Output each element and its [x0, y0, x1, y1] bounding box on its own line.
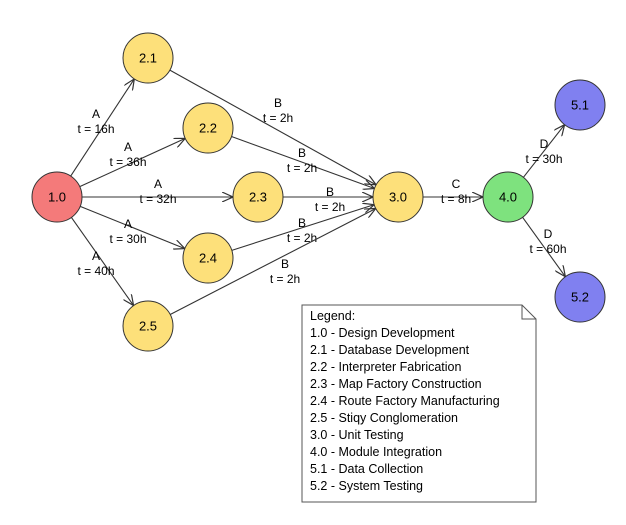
edge-activity-label: B	[298, 216, 306, 230]
node-circle	[122, 300, 174, 352]
node-label: 1.0	[48, 190, 66, 205]
legend-entry: 2.1 - Database Development	[310, 343, 470, 357]
edge-1.0-to-2.2	[79, 138, 186, 188]
node-1-0: 1.0	[31, 171, 83, 223]
legend-entries: 1.0 - Design Development 2.1 - Database D…	[310, 326, 500, 493]
node-label: 2.4	[199, 251, 217, 266]
edge-duration-label: t = 2h	[315, 200, 345, 214]
node-2-2: 2.2	[182, 102, 234, 154]
node-circle	[182, 102, 234, 154]
legend-fold	[521, 305, 536, 320]
node-circle	[31, 171, 83, 223]
legend-entry: 2.4 - Route Factory Manufacturing	[310, 394, 500, 408]
edge-2.4-to-3.0	[231, 205, 374, 251]
edge-4.0-to-5.2	[522, 216, 566, 276]
node-4-0: 4.0	[482, 171, 534, 223]
edge-4.0-to-5.1	[522, 125, 564, 178]
legend-entry: 5.1 - Data Collection	[310, 462, 423, 476]
legend-entry: 2.5 - Stiqy Conglomeration	[310, 411, 458, 425]
edge-duration-label: t = 60h	[529, 242, 566, 256]
node-circle	[182, 232, 234, 284]
legend: Legend: 1.0 - Design Development 2.1 - Da…	[301, 304, 537, 503]
node-label: 2.2	[199, 121, 217, 136]
edge-activity-label: B	[281, 257, 289, 271]
node-circle	[232, 171, 284, 223]
edge-1.0-to-2.4	[79, 205, 185, 248]
node-2-3: 2.3	[232, 171, 284, 223]
edge-2.1-to-3.0	[169, 69, 376, 185]
node-2-1: 2.1	[122, 32, 174, 84]
edge-duration-label: t = 2h	[287, 161, 317, 175]
edge-1.0-to-2.5	[70, 217, 133, 305]
edge-activity-label: D	[540, 137, 549, 151]
edge-activity-label: A	[124, 140, 132, 154]
node-5-2: 5.2	[554, 271, 606, 323]
node-circle	[372, 171, 424, 223]
edge-activity-label: A	[92, 107, 100, 121]
node-2-4: 2.4	[182, 232, 234, 284]
edge-2.2-to-3.0	[231, 136, 374, 189]
edge-duration-label: t = 2h	[270, 272, 300, 286]
legend-entry: 2.2 - Interpreter Fabrication	[310, 360, 462, 374]
edge-activity-label: B	[274, 96, 282, 110]
node-5-1: 5.1	[554, 79, 606, 131]
legend-entry: 1.0 - Design Development	[310, 326, 455, 340]
edge-activity-label: A	[154, 177, 162, 191]
edge-1.0-to-2.1	[70, 79, 135, 177]
edge-duration-label: t = 2h	[287, 231, 317, 245]
edge-duration-label: t = 36h	[109, 155, 146, 169]
edge-activity-label: A	[92, 249, 100, 263]
node-label: 2.3	[249, 190, 267, 205]
node-circle	[122, 32, 174, 84]
edge-duration-label: t = 32h	[139, 192, 176, 206]
legend-entry: 5.2 - System Testing	[310, 479, 423, 493]
node-circle	[554, 271, 606, 323]
node-circle	[482, 171, 534, 223]
node-label: 5.1	[571, 98, 589, 113]
legend-box	[301, 304, 537, 503]
edge-duration-label: t = 30h	[525, 152, 562, 166]
node-label: 5.2	[571, 290, 589, 305]
edge-activity-label: A	[124, 217, 132, 231]
node-label: 4.0	[499, 190, 517, 205]
node-3-0: 3.0	[372, 171, 424, 223]
node-circle	[554, 79, 606, 131]
edge-duration-label: t = 8h	[441, 192, 471, 206]
legend-title: Legend:	[310, 309, 355, 323]
edge-duration-label: t = 40h	[77, 264, 114, 278]
edge-activity-label: C	[452, 177, 461, 191]
edge-duration-label: t = 30h	[109, 232, 146, 246]
nodes-layer: 1.0 2.1 2.2 2.3 2.4 2.5 3.0 4.0 5.1 5.2	[31, 32, 606, 352]
legend-entry: 4.0 - Module Integration	[310, 445, 442, 459]
edge-activity-label: B	[298, 146, 306, 160]
edge-duration-label: t = 2h	[263, 111, 293, 125]
edge-activity-label: B	[326, 185, 334, 199]
edge-duration-label: t = 16h	[77, 122, 114, 136]
legend-entry: 3.0 - Unit Testing	[310, 428, 404, 442]
node-label: 2.5	[139, 319, 157, 334]
edge-2.5-to-3.0	[169, 208, 376, 316]
node-label: 2.1	[139, 51, 157, 66]
node-2-5: 2.5	[122, 300, 174, 352]
legend-entry: 2.3 - Map Factory Construction	[310, 377, 482, 391]
node-label: 3.0	[389, 190, 407, 205]
edge-activity-label: D	[544, 227, 553, 241]
